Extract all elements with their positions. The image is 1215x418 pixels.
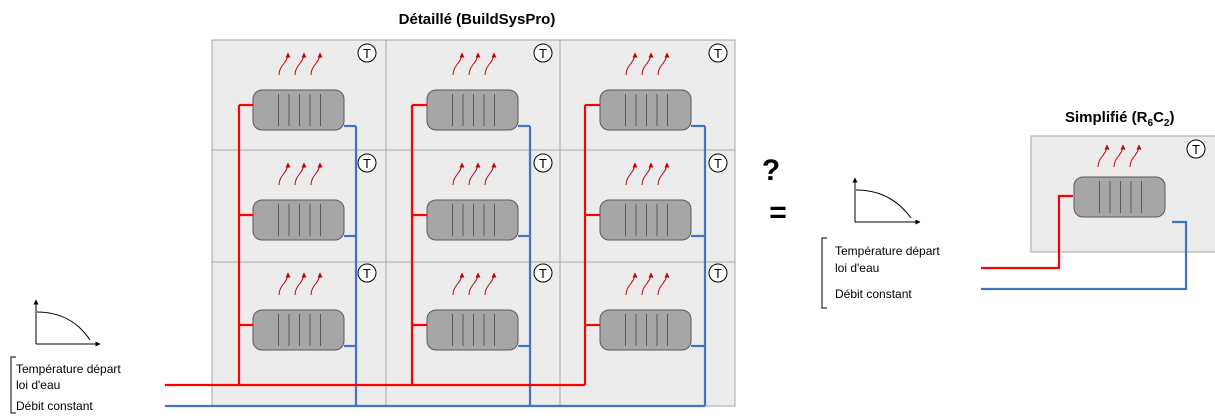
heat-emission-arrows [278, 272, 323, 296]
svg-text:T: T [539, 266, 547, 281]
svg-text:T: T [539, 46, 547, 61]
heat-emission-arrows [452, 52, 497, 76]
supply-pipe [981, 194, 1073, 270]
detailed-pipe-network [165, 103, 707, 408]
left-flow-label: Débit constant [16, 399, 93, 413]
radiator [426, 199, 519, 241]
right-flow-label: Débit constant [835, 287, 912, 301]
room: T [252, 153, 377, 241]
thermostat-icon: T [533, 263, 553, 283]
thermostat-icon: T [708, 263, 728, 283]
radiator [599, 89, 692, 131]
radiator [426, 309, 519, 351]
radiator [426, 89, 519, 131]
left-heating-curve-graph [33, 299, 101, 347]
thermostat-icon: T [357, 153, 377, 173]
radiator [252, 199, 345, 241]
svg-text:T: T [714, 266, 722, 281]
thermostat-icon: T [533, 43, 553, 63]
svg-text:T: T [714, 46, 722, 61]
room: T [599, 263, 728, 351]
simplified-pipes [981, 194, 1188, 291]
detailed-rooms: T T T T T T T T T [252, 43, 728, 351]
radiator [252, 89, 345, 131]
return-pipe [981, 220, 1188, 291]
right-law-label: loi d'eau [835, 261, 879, 275]
svg-text:T: T [363, 266, 371, 281]
thermostat-icon: T [708, 153, 728, 173]
thermostat-icon: T [357, 263, 377, 283]
heat-emission-arrows [1097, 144, 1142, 168]
heat-emission-arrows [625, 272, 670, 296]
equals-sign: = [769, 196, 787, 229]
room: T [599, 43, 728, 131]
svg-text:T: T [1192, 142, 1200, 157]
radiator [599, 199, 692, 241]
left-label-bracket [10, 356, 16, 414]
right-heating-curve-graph [852, 177, 921, 225]
right-supply-temp-label: Température départ [835, 244, 940, 258]
thermostat-icon: T [533, 153, 553, 173]
room: T [426, 153, 553, 241]
heat-emission-arrows [278, 52, 323, 76]
thermostat-icon: T [708, 43, 728, 63]
simplified-room: T [1073, 139, 1206, 218]
room: T [599, 153, 728, 241]
room: T [426, 263, 553, 351]
svg-text:T: T [539, 156, 547, 171]
room: T [252, 263, 377, 351]
heat-emission-arrows [625, 52, 670, 76]
left-control-labels: Température départ loi d'eau Débit const… [10, 356, 121, 414]
room: T [426, 43, 553, 131]
radiator [1073, 176, 1166, 218]
heat-emission-arrows [452, 272, 497, 296]
right-control-labels: Température départ loi d'eau Débit const… [821, 237, 940, 309]
right-label-bracket [821, 237, 827, 309]
left-supply-temp-label: Température départ [16, 362, 121, 376]
svg-text:T: T [714, 156, 722, 171]
heat-emission-arrows [452, 162, 497, 186]
radiator [252, 309, 345, 351]
simplified-model-title: Simplifié (R6C2) [1065, 109, 1174, 129]
heat-emission-arrows [278, 162, 323, 186]
room: T [252, 43, 377, 131]
svg-text:T: T [363, 156, 371, 171]
question-mark: ? [762, 154, 780, 187]
thermostat-icon: T [357, 43, 377, 63]
detailed-model-title: Détaillé (BuildSysPro) [399, 11, 556, 28]
radiator [599, 309, 692, 351]
svg-text:T: T [363, 46, 371, 61]
left-law-label: loi d'eau [16, 378, 60, 392]
heat-emission-arrows [625, 162, 670, 186]
thermostat-icon: T [1186, 139, 1206, 159]
